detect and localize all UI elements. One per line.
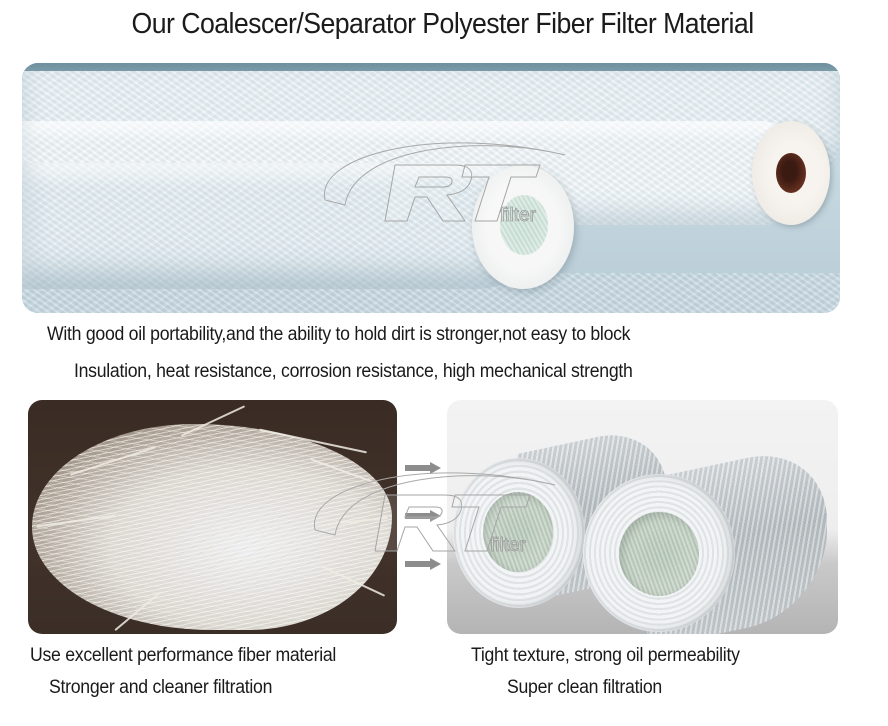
middle-roll-end [752, 121, 830, 225]
front-spool-core [619, 512, 699, 596]
polyester-rolls-image [22, 63, 840, 313]
roll-core-hole [500, 195, 548, 255]
back-spool-core [483, 492, 553, 572]
front-roll-end [472, 165, 574, 289]
front-roll [22, 163, 542, 289]
caption-fiber-material: Use excellent performance fiber material [30, 645, 337, 666]
fiber-spools-image [447, 400, 838, 634]
right-arrow-icon [405, 558, 441, 570]
roll-core-hole [776, 153, 806, 193]
caption-super-clean: Super clean filtration [507, 677, 662, 698]
caption-oil-portability: With good oil portability,and the abilit… [47, 324, 631, 345]
right-arrow-icon [405, 462, 441, 474]
back-spool-face [453, 458, 585, 608]
chopped-fiber-image [28, 400, 397, 634]
caption-resistance-features: Insulation, heat resistance, corrosion r… [74, 361, 633, 382]
page-title: Our Coalescer/Separator Polyester Fiber … [131, 8, 755, 40]
fiber-pile [32, 424, 392, 630]
caption-tight-texture: Tight texture, strong oil permeability [471, 645, 740, 666]
right-arrow-icon [405, 510, 441, 522]
caption-stronger-filtration: Stronger and cleaner filtration [49, 677, 273, 698]
front-spool-face [583, 474, 735, 632]
